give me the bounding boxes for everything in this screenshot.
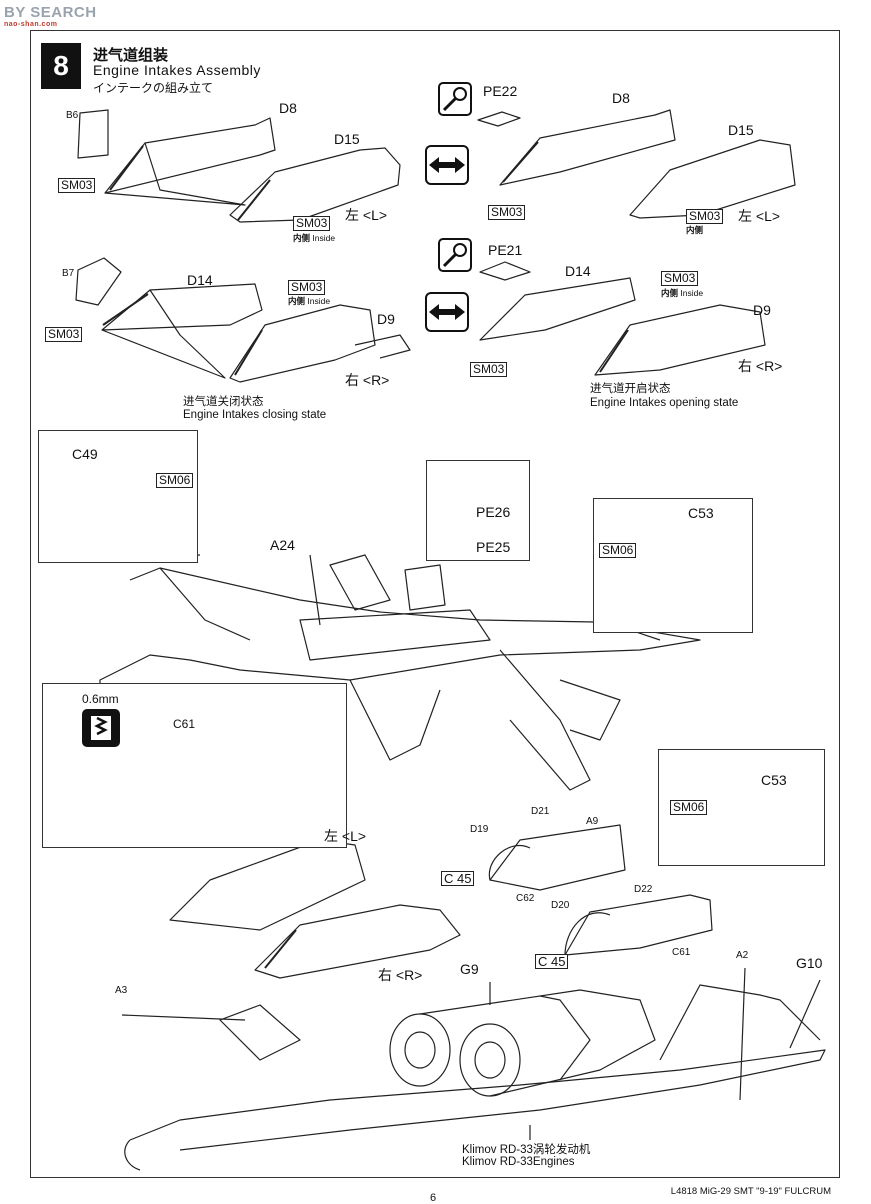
step-number: 8 <box>41 43 81 89</box>
part-label-c53: C53 <box>761 772 787 788</box>
inside-label-cn: 内侧 <box>686 225 704 235</box>
watermark-brand: BY SEARCH <box>4 4 97 21</box>
inside-label-en: Inside <box>680 288 704 298</box>
watermark-site: nao-shan.com <box>4 21 58 28</box>
drill-size-label: 0.6mm <box>82 692 119 706</box>
inside-label-en: Inside <box>307 296 331 306</box>
inside-label-cn: 内侧 <box>288 296 306 306</box>
side-label-left: 左 <L> <box>324 828 367 844</box>
caption-open-en: Engine Intakes opening state <box>590 397 739 409</box>
part-label-d14: D14 <box>565 263 591 279</box>
side-label-right: 右 <R> <box>378 967 423 983</box>
swap-arrows-icon <box>425 145 469 185</box>
part-label-d20: D20 <box>551 900 570 911</box>
part-label-sm03: SM03 <box>470 362 508 377</box>
caption-closed-en: Engine Intakes closing state <box>183 409 327 421</box>
part-label-a9: A9 <box>586 816 599 827</box>
step-title-cn: 进气道组装 <box>93 47 169 64</box>
part-label-d9: D9 <box>377 311 395 327</box>
detail-inset-pe <box>426 460 530 561</box>
detail-inset-c53 <box>593 498 753 633</box>
part-label-c45: C 45 <box>441 871 475 886</box>
part-label-d9: D9 <box>753 302 771 318</box>
drill-icon <box>82 709 120 747</box>
part-label-c62: C62 <box>516 893 535 904</box>
part-label-c61: C61 <box>672 947 691 958</box>
part-label-sm03: SM03 <box>488 205 526 220</box>
detail-inset-drill <box>42 683 347 848</box>
glue-icon <box>438 82 472 116</box>
step-title-jp: インテークの組み立て <box>93 81 214 95</box>
part-label-c53: C53 <box>688 505 714 521</box>
caption-closed-cn: 进气道关闭状态 <box>183 396 264 408</box>
part-label-sm03: SM03 <box>58 178 96 193</box>
part-label-d22: D22 <box>634 884 653 895</box>
part-label-b7: B7 <box>62 268 75 279</box>
part-label-c61: C61 <box>173 717 196 731</box>
part-label-a2: A2 <box>736 950 749 961</box>
part-label-a3: A3 <box>115 985 128 996</box>
side-label-right: 右 <R> <box>738 358 783 374</box>
part-label-sm06: SM06 <box>599 543 637 558</box>
part-label-d8: D8 <box>612 90 630 106</box>
part-label-sm03: SM03 <box>661 271 699 286</box>
part-label-b6: B6 <box>66 110 79 121</box>
inside-label-en: Inside <box>312 233 336 243</box>
part-label-c45: C 45 <box>535 954 569 969</box>
part-label-pe25: PE25 <box>476 539 511 555</box>
part-label-sm03: SM03 <box>288 280 326 295</box>
engine-caption-en: Klimov RD-33Engines <box>462 1156 575 1168</box>
part-label-sm03: SM03 <box>45 327 83 342</box>
page-number: 6 <box>430 1192 437 1204</box>
part-label-sm06: SM06 <box>156 473 194 488</box>
part-label-pe22: PE22 <box>483 83 518 99</box>
part-label-c49: C49 <box>72 446 98 462</box>
part-label-d19: D19 <box>470 824 489 835</box>
part-label-sm03: SM03 <box>293 216 331 231</box>
detail-inset-c49 <box>38 430 198 563</box>
part-label-g9: G9 <box>460 961 479 977</box>
part-label-pe26: PE26 <box>476 504 511 520</box>
glue-icon <box>438 238 472 272</box>
part-label-sm03: SM03 <box>686 209 724 224</box>
caption-open-cn: 进气道开启状态 <box>590 383 671 395</box>
inside-label-cn: 内侧 <box>293 233 311 243</box>
part-label-a24: A24 <box>270 537 295 553</box>
engine-caption-cn: Klimov RD-33涡轮发动机 <box>462 1144 591 1156</box>
side-label-left: 左 <L> <box>345 207 388 223</box>
side-label-right: 右 <R> <box>345 372 390 388</box>
part-label-pe21: PE21 <box>488 242 523 258</box>
part-label-sm06: SM06 <box>670 800 708 815</box>
part-label-d21: D21 <box>531 806 550 817</box>
inside-label-cn: 内侧 <box>661 288 679 298</box>
step-title-en: Engine Intakes Assembly <box>93 62 261 78</box>
part-label-d15: D15 <box>728 122 754 138</box>
swap-arrows-icon <box>425 292 469 332</box>
watermark-logo: BY SEARCH nao-shan.com <box>4 4 97 28</box>
part-label-g10: G10 <box>796 955 823 971</box>
part-label-d14: D14 <box>187 272 213 288</box>
side-label-left: 左 <L> <box>738 208 781 224</box>
part-label-d15: D15 <box>334 131 360 147</box>
page-frame <box>30 30 840 1178</box>
part-label-d8: D8 <box>279 100 297 116</box>
footer-product-code: L4818 MiG-29 SMT "9-19" FULCRUM <box>670 1186 831 1197</box>
